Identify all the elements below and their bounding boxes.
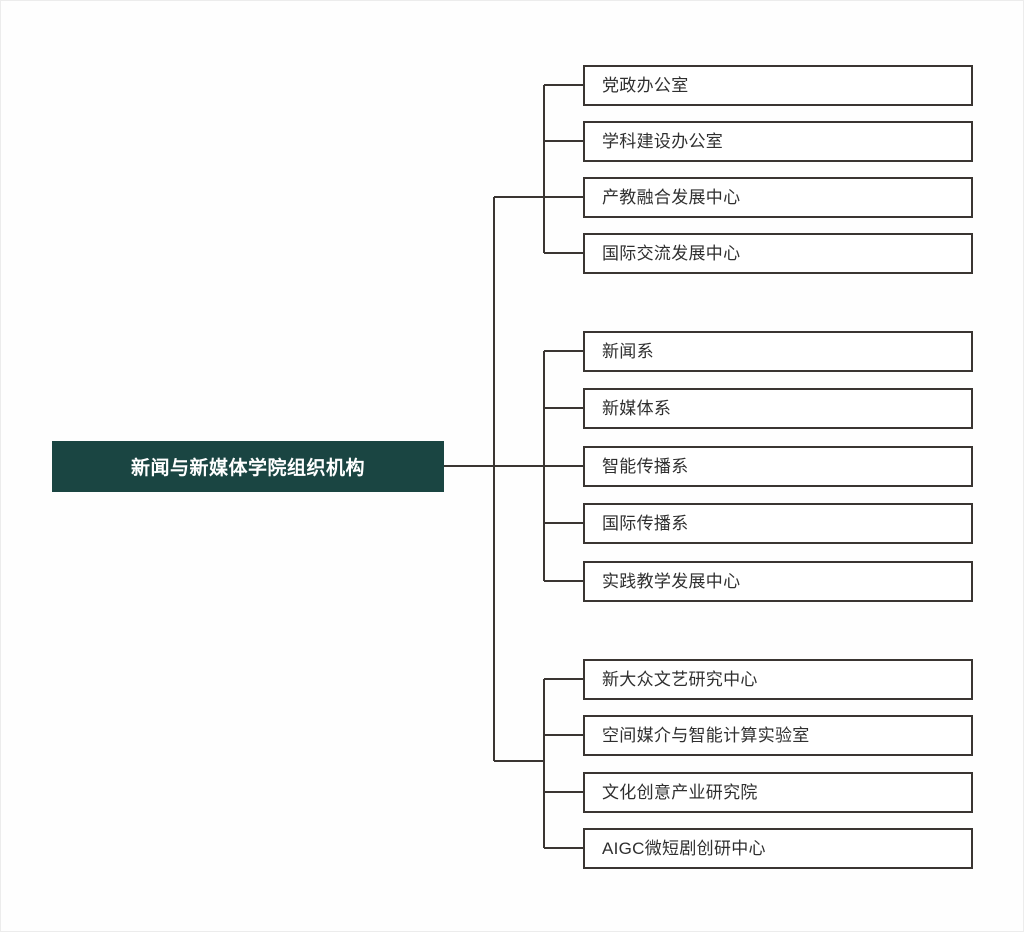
node-administrative-1[interactable]: 党政办公室 — [583, 65, 973, 106]
node-administrative-3[interactable]: 产教融合发展中心 — [583, 177, 973, 218]
node-research-3[interactable]: 文化创意产业研究院 — [583, 772, 973, 813]
node-label: 国际传播系 — [602, 514, 689, 533]
node-label: 文化创意产业研究院 — [602, 783, 758, 802]
node-label: 智能传播系 — [602, 457, 689, 476]
node-administrative-2[interactable]: 学科建设办公室 — [583, 121, 973, 162]
node-research-1[interactable]: 新大众文艺研究中心 — [583, 659, 973, 700]
node-label: 空间媒介与智能计算实验室 — [602, 726, 810, 745]
node-department-1[interactable]: 新闻系 — [583, 331, 973, 372]
node-research-2[interactable]: 空间媒介与智能计算实验室 — [583, 715, 973, 756]
node-department-3[interactable]: 智能传播系 — [583, 446, 973, 487]
node-label: 党政办公室 — [602, 76, 689, 95]
root-node[interactable]: 新闻与新媒体学院组织机构 — [52, 441, 444, 492]
node-label: 学科建设办公室 — [602, 132, 724, 151]
node-administrative-4[interactable]: 国际交流发展中心 — [583, 233, 973, 274]
node-department-4[interactable]: 国际传播系 — [583, 503, 973, 544]
node-research-4[interactable]: AIGC微短剧创研中心 — [583, 828, 973, 869]
node-label: 国际交流发展中心 — [602, 244, 741, 263]
node-department-2[interactable]: 新媒体系 — [583, 388, 973, 429]
node-label: 新闻系 — [602, 342, 654, 361]
node-label: 新媒体系 — [602, 399, 672, 418]
root-node-label: 新闻与新媒体学院组织机构 — [130, 458, 365, 479]
node-label: AIGC微短剧创研中心 — [602, 839, 766, 858]
node-label: 产教融合发展中心 — [602, 188, 741, 207]
node-label: 实践教学发展中心 — [602, 572, 741, 591]
node-department-5[interactable]: 实践教学发展中心 — [583, 561, 973, 602]
node-label: 新大众文艺研究中心 — [602, 670, 758, 689]
